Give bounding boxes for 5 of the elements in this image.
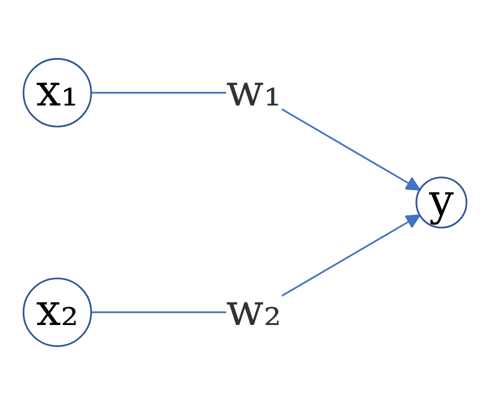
node-circle: x₁ <box>22 58 92 128</box>
edge-label: w₁ <box>226 66 281 118</box>
node-circle: x₂ <box>22 278 92 347</box>
edge-label: w₂ <box>226 286 281 337</box>
node-circle: y <box>415 176 467 228</box>
